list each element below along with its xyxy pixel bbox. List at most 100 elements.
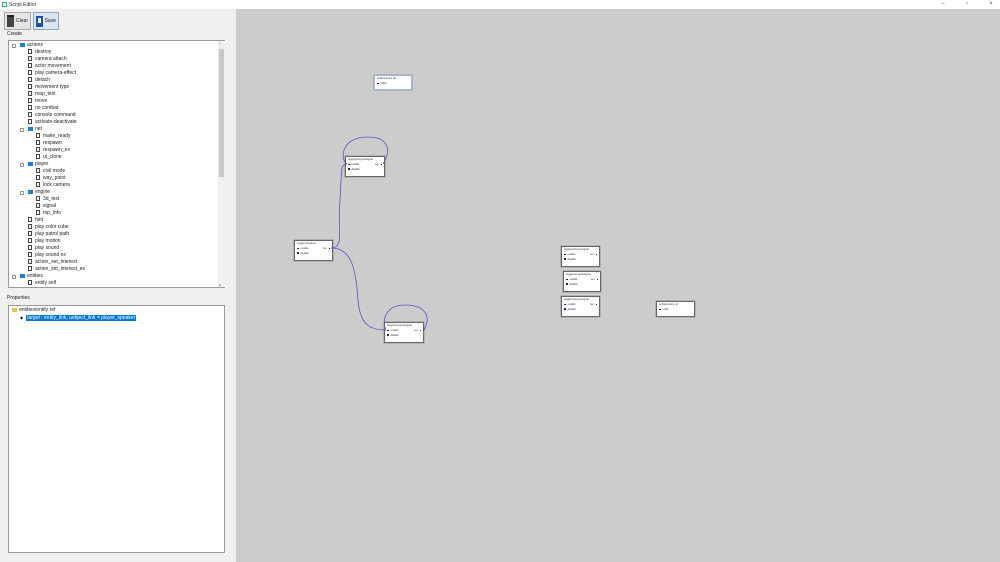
tree-item[interactable]: play motion <box>28 238 61 245</box>
input-port[interactable]: disable <box>297 252 309 255</box>
tree-item[interactable]: movement type <box>28 84 69 91</box>
tree-folder[interactable]: - net <box>20 126 42 133</box>
tree-item[interactable]: camera attach <box>28 56 67 63</box>
tree-item-label: play motion <box>35 238 61 244</box>
input-port[interactable]: enable <box>566 278 578 281</box>
input-port[interactable]: enable <box>564 303 576 306</box>
document-icon <box>28 77 32 83</box>
tree-item[interactable]: action_set_interest <box>28 259 77 266</box>
node-title: entities/entity ref <box>659 303 678 306</box>
output-port[interactable]: out <box>591 278 598 281</box>
tree-item[interactable]: no combat <box>28 105 58 112</box>
folder-icon <box>20 273 25 278</box>
tree-item[interactable]: make_ready <box>36 133 71 140</box>
properties-label: Properties <box>7 295 30 301</box>
script-node[interactable]: triggers/engine/signal enable disable out <box>561 246 600 267</box>
script-node[interactable]: triggers/engine/signal enable disable out <box>345 156 385 177</box>
collapse-icon[interactable]: - <box>20 127 24 133</box>
scroll-down-icon[interactable]: v <box>219 282 221 287</box>
tree-item-label: mp_info <box>43 210 61 216</box>
create-label: Create <box>7 31 23 37</box>
tree-item[interactable]: map_text <box>28 91 56 98</box>
output-port[interactable]: out <box>414 329 421 332</box>
tree-item-label: entity self <box>35 280 57 286</box>
tree-item[interactable]: civil mode <box>36 168 65 175</box>
tree-item[interactable]: respawn <box>36 140 62 147</box>
tree-item-label: net <box>35 126 42 132</box>
input-port[interactable]: disable <box>564 308 576 311</box>
output-port[interactable]: out <box>375 163 382 166</box>
input-port[interactable]: disable <box>566 283 578 286</box>
input-port[interactable]: enable <box>564 253 576 256</box>
close-button[interactable]: × <box>989 1 993 7</box>
collapse-icon[interactable]: - <box>12 274 16 280</box>
scroll-up-icon[interactable]: ^ <box>219 41 221 46</box>
tree-item[interactable]: mp_info <box>36 210 61 217</box>
document-icon <box>36 133 40 139</box>
tree-scrollbar[interactable]: ^ v <box>218 41 225 287</box>
tree-item[interactable]: entity self <box>28 280 56 287</box>
output-port[interactable]: out <box>590 253 597 256</box>
input-port[interactable]: enable <box>348 163 360 166</box>
clear-button[interactable]: Clear <box>4 12 31 30</box>
collapse-icon[interactable]: - <box>12 43 16 49</box>
tree-item[interactable]: activate-deactivate <box>28 119 77 126</box>
tree-item-label: player <box>35 161 49 167</box>
input-port[interactable]: enable <box>297 247 309 250</box>
output-port[interactable]: out <box>590 303 597 306</box>
tree-folder[interactable]: -entities <box>12 273 43 280</box>
tree-folder[interactable]: -engine <box>20 189 50 196</box>
output-port[interactable]: out <box>323 247 330 250</box>
tree-item[interactable]: play sound ex <box>28 252 66 259</box>
scrollbar-thumb[interactable] <box>219 49 224 177</box>
properties-tree[interactable]: entities/entity ref ◆target : entity_lin… <box>8 305 225 553</box>
input-port[interactable]: entity <box>659 308 669 311</box>
properties-root[interactable]: entities/entity ref <box>12 307 55 314</box>
tree-item[interactable]: console command <box>28 112 76 119</box>
document-icon <box>36 168 40 174</box>
tree-item[interactable]: action_set_interest_ex <box>28 266 85 273</box>
save-button[interactable]: Save <box>33 12 59 30</box>
tree-item[interactable]: move <box>28 98 47 105</box>
input-port[interactable]: disable <box>348 168 360 171</box>
tree-item[interactable]: hint <box>28 217 43 224</box>
tree-item[interactable]: detach <box>28 77 50 84</box>
folder-icon <box>12 307 17 312</box>
node-title: triggers/engine/signal <box>564 248 589 251</box>
minimize-button[interactable]: – <box>941 1 945 7</box>
tree-item[interactable]: lock camera <box>36 182 70 189</box>
script-canvas[interactable] <box>236 9 1000 562</box>
node-title: triggers/engine/signal <box>348 158 373 161</box>
collapse-icon[interactable]: - <box>20 162 24 168</box>
tree-item[interactable]: actor movement <box>28 63 71 70</box>
tree-folder[interactable]: - player <box>20 161 49 168</box>
tree-item[interactable]: destroy <box>28 49 51 56</box>
input-port[interactable]: disable <box>387 334 399 337</box>
tree-item[interactable]: play color cube <box>28 224 69 231</box>
input-port[interactable]: enable <box>387 329 399 332</box>
tree-item[interactable]: play patrol path <box>28 231 69 238</box>
collapse-icon[interactable]: - <box>20 190 24 196</box>
maximize-button[interactable]: ▫ <box>965 1 969 7</box>
tree-item[interactable]: ui_clone <box>36 154 62 161</box>
script-node[interactable]: entities/entity ref entity <box>656 301 695 317</box>
tree-item[interactable]: respawn_ex <box>36 147 70 154</box>
tree-folder[interactable]: -actions <box>12 42 43 49</box>
tree-item[interactable]: 3d_text <box>36 196 59 203</box>
tree-item[interactable]: play sound <box>28 245 59 252</box>
tree-item-label: camera attach <box>35 56 67 62</box>
tree-item-label: play patrol path <box>35 231 70 237</box>
input-port[interactable]: entity <box>377 82 387 85</box>
input-port[interactable]: disable <box>564 258 576 261</box>
tree-item[interactable]: way_point <box>36 175 66 182</box>
tree-item[interactable]: signal <box>36 203 56 210</box>
property-item[interactable]: ◆target : entity_link, uobject_link = pl… <box>20 314 137 321</box>
document-icon <box>28 266 32 272</box>
tree-item[interactable]: play camera-effect <box>28 70 76 77</box>
